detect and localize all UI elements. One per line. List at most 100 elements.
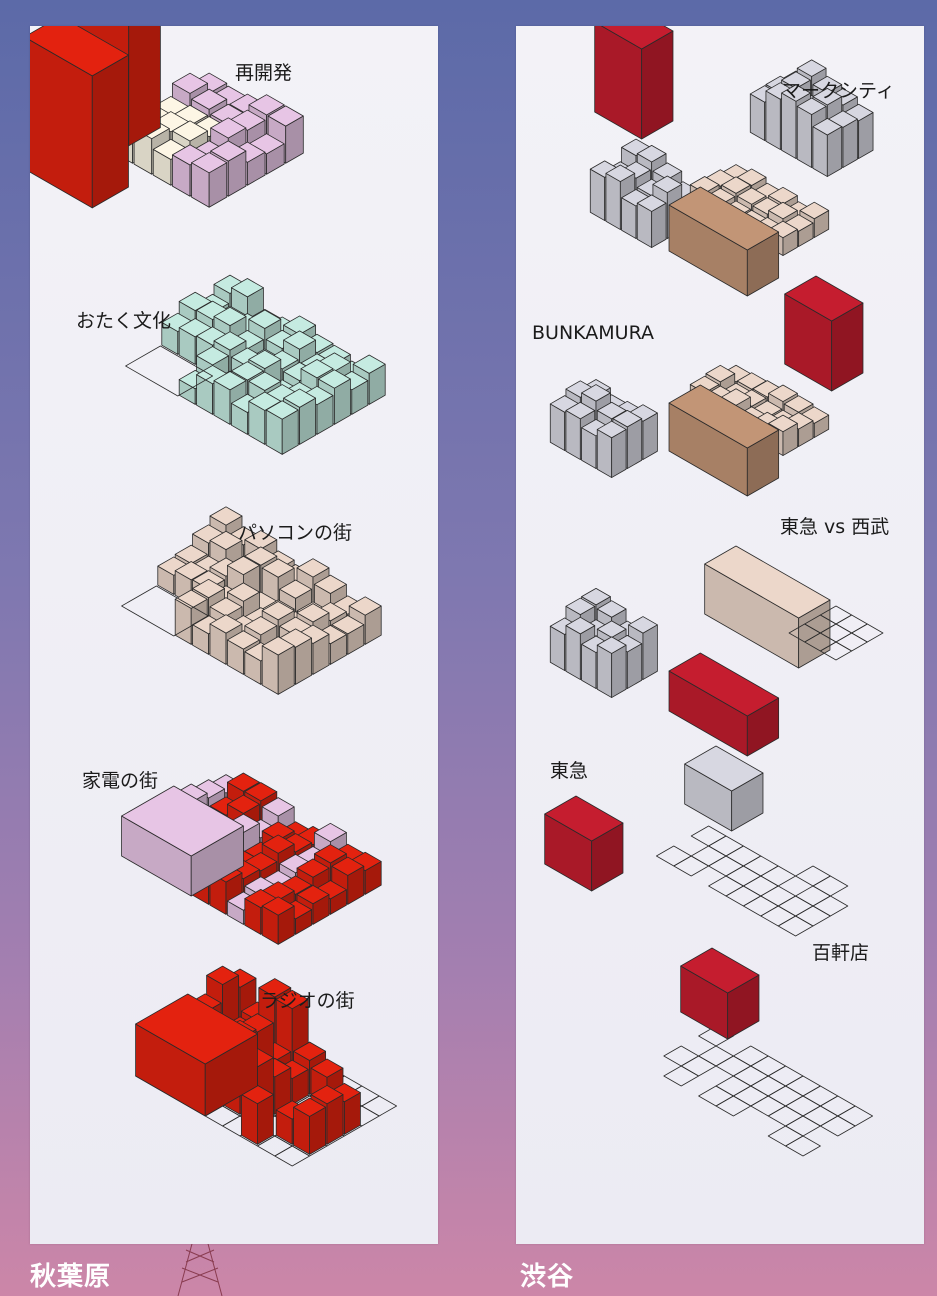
markcity-beige-block-top: [768, 220, 798, 239]
tokyu-plot: [673, 855, 710, 877]
markcity-grey-block-top: [605, 164, 636, 182]
tvs-plot: [835, 614, 868, 634]
tvs-grey-block-top: [581, 587, 611, 606]
hyakken-plot: [785, 1135, 821, 1157]
otaku-block-top: [248, 349, 282, 370]
tvs-red-top: [668, 652, 780, 717]
tokyu-plot: [760, 865, 797, 887]
bunka-red-top: [784, 275, 864, 322]
hyakken-plot: [750, 1095, 787, 1117]
markcity-beige-block-top: [736, 168, 767, 186]
radio-block-top: [206, 965, 240, 985]
radio-block-top: [275, 989, 309, 1010]
pc-block-top: [209, 530, 243, 551]
redev-block-top: [248, 133, 285, 155]
redev-block-top: [171, 72, 209, 94]
hyakken-plot: [732, 1045, 769, 1067]
redev-block-top: [210, 140, 247, 162]
tvs-plot: [835, 632, 868, 652]
tokyu-plot: [760, 885, 797, 907]
tokyu-grey-top: [684, 745, 764, 792]
hyakken-plot: [785, 1075, 821, 1097]
bunka-grey-block-top: [565, 401, 596, 420]
tokyu-plot: [708, 875, 744, 897]
radio-block-top: [258, 978, 292, 998]
otaku-block-top: [230, 278, 264, 298]
redev-block-top: [248, 94, 285, 116]
bunka-grey-block-top: [596, 401, 627, 420]
shibuya-layers-diagram: [544, 26, 884, 1157]
bunka-grey-block-top: [596, 420, 627, 439]
markcity-grey-2-block-top: [812, 87, 843, 106]
markcity-grey-2-block-front: [765, 90, 781, 150]
pc-block-top: [279, 579, 313, 599]
pc-empty-lot: [121, 585, 210, 637]
redev-block-top: [152, 138, 189, 160]
denki-block-top: [226, 794, 260, 814]
radio-block-top: [310, 1085, 344, 1105]
hyakken-plot: [785, 1115, 821, 1137]
akihabara-layers-diagram: [30, 26, 398, 1167]
denki-block-top: [279, 853, 313, 874]
layer-label-radio-town: ラジオの街: [260, 990, 355, 1012]
markcity-beige-block-top: [705, 169, 736, 187]
hyakken-plot: [767, 1105, 804, 1127]
tvs-grey-block-side: [611, 644, 627, 698]
redev-tower-side: [128, 26, 161, 147]
pc-block-top: [209, 506, 243, 526]
bunka-grey-block-top: [612, 409, 643, 428]
markcity-grey-2-block-top: [796, 97, 827, 115]
bunka-beige-block-top: [768, 414, 798, 433]
denki-block-top: [261, 797, 295, 817]
redev-tower-2-side: [91, 54, 129, 209]
tokyu-plot: [708, 835, 744, 857]
redev-block-top: [210, 117, 247, 139]
hyakken-plot: [663, 1045, 700, 1067]
otaku-block-top: [213, 331, 247, 351]
hyakken-plot: [698, 1045, 734, 1067]
otaku-empty-lot: [125, 345, 214, 397]
otaku-block-top: [300, 359, 334, 379]
tvs-grey-block-top: [565, 597, 596, 616]
denki-block-top: [244, 852, 278, 872]
hyakken-plot: [785, 1095, 821, 1117]
hyakken-plot: [732, 1085, 769, 1107]
pc-block-top: [226, 582, 260, 602]
otaku-block-top: [196, 346, 230, 366]
markcity-beige-block-top: [736, 187, 767, 205]
otaku-block-top: [248, 371, 282, 391]
otaku-block-top: [283, 330, 317, 350]
pc-block-top: [313, 574, 347, 594]
layer-label-mark-city: マークシティ: [782, 80, 895, 102]
denki-block-top: [244, 782, 278, 802]
denki-large-building-top: [121, 785, 244, 857]
markcity-grey-block-front: [605, 172, 621, 230]
otaku-block-top: [283, 388, 317, 408]
hyakken-plot: [837, 1105, 874, 1127]
tvs-plot: [851, 623, 884, 643]
denki-block-top: [313, 822, 347, 843]
denki-block-top: [279, 875, 313, 895]
tokyu-plot: [760, 905, 797, 927]
markcity-grey-block-top: [636, 144, 667, 163]
hyakken-plot: [715, 1095, 752, 1117]
tokyu-plot: [725, 845, 762, 867]
otaku-block-top: [248, 309, 282, 329]
hyakken-plot: [680, 1055, 717, 1077]
tvs-grey-block-top: [565, 616, 596, 635]
denki-block-top: [261, 896, 295, 916]
layer-label-pc-town: パソコンの街: [238, 522, 353, 544]
shibuya-panel: マークシティ BUNKAMURA 東急 vs 西武 東急 百軒店: [516, 26, 924, 1244]
denki-block-top: [192, 779, 226, 799]
markcity-beige-block-top: [721, 176, 751, 194]
pc-block-top: [261, 558, 295, 578]
hyakken-plot: [819, 1115, 856, 1137]
bunka-grey-block-top: [581, 384, 611, 402]
pc-block-top: [348, 596, 382, 616]
pc-block-top: [296, 558, 330, 578]
city-label-shibuya: 渋谷: [520, 1262, 575, 1292]
hyakken-plot: [732, 1065, 769, 1087]
pc-block-top: [226, 630, 260, 650]
hyakken-plot: [767, 1125, 804, 1147]
radio-plot: [361, 1095, 398, 1117]
